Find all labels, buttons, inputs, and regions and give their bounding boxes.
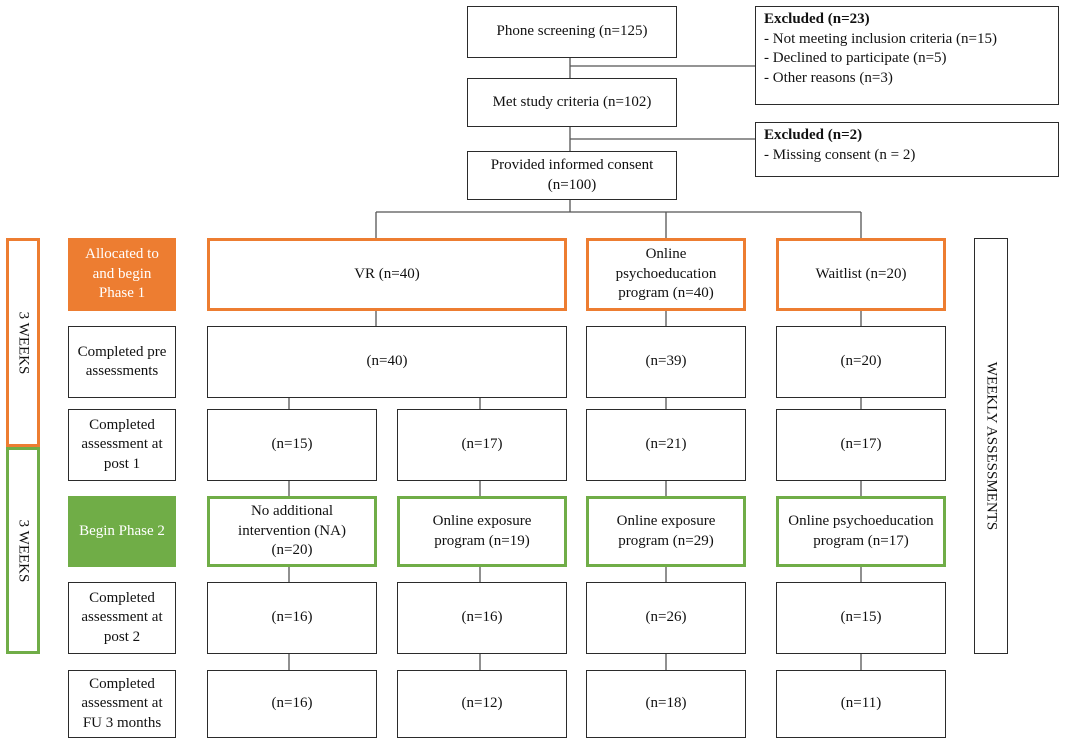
row-label-fu-text: Completed assessment at FU 3 months [81, 675, 163, 731]
pre-vr-count: (n=40) [366, 353, 408, 370]
phase2-duration-label: 3 WEEKS [15, 519, 32, 582]
phase2-na-box: No additional intervention (NA) (n=20) [207, 496, 377, 567]
fu-psy-exposure-count: (n=18) [645, 695, 687, 712]
post1-waitlist-box: (n=17) [776, 409, 946, 481]
row-label-fu: Completed assessment at FU 3 months [68, 670, 176, 738]
arm-online-psychoeducation-box: Online psychoeducation program (n=40) [586, 238, 746, 311]
post1-vr-b-box: (n=17) [397, 409, 567, 481]
row-label-post2: Completed assessment at post 2 [68, 582, 176, 654]
post1-waitlist-count: (n=17) [840, 436, 882, 453]
phase2-waitlist-psychoeducation-text: Online psychoeducation program (n=17) [788, 513, 934, 549]
weekly-assessments-bar: WEEKLY ASSESSMENTS [974, 238, 1008, 654]
phase2-na-text: No additional intervention (NA) (n=20) [238, 503, 346, 559]
row-label-allocated-text: Allocated to and begin Phase 1 [85, 246, 159, 302]
post1-vr-a-box: (n=15) [207, 409, 377, 481]
pre-vr-box: (n=40) [207, 326, 567, 398]
excluded-screening-box: Excluded (n=23) - Not meeting inclusion … [755, 6, 1059, 105]
fu-na-count: (n=16) [271, 695, 313, 712]
phase2-psy-exposure-box: Online exposure program (n=29) [586, 496, 746, 567]
fu-waitlist-psychoeducation-box: (n=11) [776, 670, 946, 738]
excluded-consent-item: - Missing consent (n = 2) [764, 146, 916, 163]
arm-vr-box: VR (n=40) [207, 238, 567, 311]
post1-vr-b-count: (n=17) [461, 436, 503, 453]
row-label-phase2-text: Begin Phase 2 [79, 522, 165, 539]
row-label-pre-text: Completed pre assessments [77, 343, 167, 380]
excluded-consent-box: Excluded (n=2) - Missing consent (n = 2) [755, 122, 1059, 177]
pre-online-psychoeducation-count: (n=39) [645, 353, 687, 370]
arm-waitlist-text: Waitlist (n=20) [815, 265, 907, 282]
post2-vr-exposure-box: (n=16) [397, 582, 567, 654]
row-label-post2-text: Completed assessment at post 2 [81, 589, 163, 645]
fu-psy-exposure-box: (n=18) [586, 670, 746, 738]
fu-vr-exposure-count: (n=12) [461, 695, 503, 712]
pre-waitlist-count: (n=20) [840, 353, 882, 370]
post2-waitlist-psychoeducation-count: (n=15) [840, 609, 882, 626]
row-label-post1: Completed assessment at post 1 [68, 409, 176, 481]
phase1-duration-bar: 3 WEEKS [6, 238, 40, 447]
post2-psy-exposure-count: (n=26) [645, 609, 687, 626]
post2-vr-exposure-count: (n=16) [461, 609, 503, 626]
weekly-assessments-label: WEEKLY ASSESSMENTS [983, 361, 1000, 531]
phone-screening-box: Phone screening (n=125) [467, 6, 677, 58]
excluded-consent-title: Excluded (n=2) [764, 127, 863, 143]
phase2-waitlist-psychoeducation-box: Online psychoeducation program (n=17) [776, 496, 946, 567]
pre-online-psychoeducation-box: (n=39) [586, 326, 746, 398]
pre-waitlist-box: (n=20) [776, 326, 946, 398]
phase1-duration-label: 3 WEEKS [15, 311, 32, 374]
row-label-allocated: Allocated to and begin Phase 1 [68, 238, 176, 311]
phase2-duration-bar: 3 WEEKS [6, 447, 40, 654]
phone-screening-text: Phone screening (n=125) [496, 23, 648, 40]
post2-psy-exposure-box: (n=26) [586, 582, 746, 654]
post1-online-psychoeducation-box: (n=21) [586, 409, 746, 481]
phase2-vr-exposure-box: Online exposure program (n=19) [397, 496, 567, 567]
excluded-screening-item: - Not meeting inclusion criteria (n=15) [764, 30, 997, 47]
met-criteria-box: Met study criteria (n=102) [467, 78, 677, 127]
phase2-vr-exposure-text: Online exposure program (n=19) [432, 513, 532, 549]
arm-vr-text: VR (n=40) [354, 265, 420, 282]
arm-online-psychoeducation-text: Online psychoeducation program (n=40) [615, 246, 717, 302]
fu-na-box: (n=16) [207, 670, 377, 738]
post2-na-count: (n=16) [271, 609, 313, 626]
excluded-screening-item: - Other reasons (n=3) [764, 69, 893, 86]
consent-box: Provided informed consent (n=100) [467, 151, 677, 200]
post2-waitlist-psychoeducation-box: (n=15) [776, 582, 946, 654]
arm-waitlist-box: Waitlist (n=20) [776, 238, 946, 311]
post2-na-box: (n=16) [207, 582, 377, 654]
row-label-pre: Completed pre assessments [68, 326, 176, 398]
excluded-screening-item: - Declined to participate (n=5) [764, 50, 947, 66]
post1-online-psychoeducation-count: (n=21) [645, 436, 687, 453]
row-label-post1-text: Completed assessment at post 1 [81, 416, 163, 472]
phase2-psy-exposure-text: Online exposure program (n=29) [616, 513, 716, 549]
row-label-phase2: Begin Phase 2 [68, 496, 176, 567]
met-criteria-text: Met study criteria (n=102) [492, 93, 652, 110]
fu-vr-exposure-box: (n=12) [397, 670, 567, 738]
excluded-screening-title: Excluded (n=23) [764, 11, 870, 27]
consent-text: Provided informed consent (n=100) [490, 157, 654, 193]
post1-vr-a-count: (n=15) [271, 436, 313, 453]
fu-waitlist-psychoeducation-count: (n=11) [840, 695, 882, 712]
